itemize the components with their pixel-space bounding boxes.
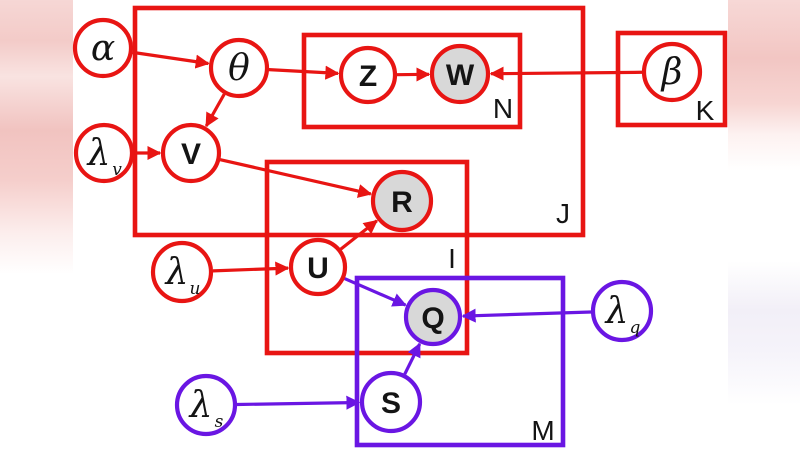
node-sublabel-lambda_u: u (190, 279, 201, 299)
node-label-V: V (181, 138, 201, 171)
node-circle-lambda_q (590, 279, 654, 343)
plate-labels-layer: J N K I M (448, 93, 715, 446)
node-theta: θ (208, 37, 270, 99)
node-label-lambda_q: λ (604, 291, 629, 332)
node-label-R: R (391, 186, 413, 219)
edge-S-to-Q (403, 342, 422, 375)
node-circle-U (288, 237, 348, 297)
plate-I (264, 159, 470, 356)
plate-K (615, 30, 728, 128)
plate-label-M: M (531, 415, 554, 446)
node-label-alpha: α (91, 28, 115, 69)
node-label-beta: β (660, 52, 683, 93)
node-label-Z: Z (359, 60, 377, 93)
edge-beta-to-W (489, 66, 643, 81)
edge-lambda_q-to-Q (461, 308, 592, 323)
plate-label-J: J (556, 198, 570, 229)
edge-lambda_u-to-U (212, 261, 290, 276)
edge-alpha-to-theta (132, 50, 210, 69)
edge-V-to-R (219, 158, 373, 198)
node-U: U (288, 237, 348, 297)
edge-theta-to-Z (268, 65, 340, 80)
node-label-W: W (446, 59, 475, 92)
node-R: R (370, 169, 434, 233)
node-alpha: α (72, 17, 134, 79)
node-label-lambda_u: λ (164, 252, 189, 293)
node-Q: Q (403, 287, 463, 347)
red-plates-layer (132, 5, 728, 356)
node-circle-alpha (72, 17, 134, 79)
node-circle-beta (641, 41, 703, 103)
node-circle-lambda_v (73, 122, 135, 184)
node-sublabel-lambda_v: v (112, 160, 122, 180)
purple-edges-layer (236, 277, 592, 410)
node-sublabel-lambda_q: q (630, 318, 641, 338)
node-beta: β (641, 41, 703, 103)
node-circle-W (429, 43, 491, 105)
node-circle-V (160, 122, 222, 184)
node-label-theta: θ (228, 48, 250, 89)
node-circle-Z (338, 45, 398, 105)
edge-theta-to-V (204, 93, 226, 128)
node-sublabel-lambda_s: s (215, 412, 224, 432)
node-S: S (359, 370, 423, 434)
plate-M (354, 275, 566, 448)
edge-U-to-Q (343, 277, 407, 307)
plate-N (301, 32, 523, 130)
plate-label-N: N (493, 93, 513, 124)
node-label-lambda_s: λ (188, 385, 213, 426)
plate-label-I: I (448, 243, 456, 274)
node-label-Q: Q (421, 302, 444, 335)
node-label-lambda_v: λ (86, 133, 111, 174)
red-edges-layer (132, 50, 643, 276)
node-circle-lambda_u (150, 240, 214, 304)
node-circle-R (370, 169, 434, 233)
node-V: V (160, 122, 222, 184)
node-label-U: U (307, 252, 329, 285)
node-circle-lambda_s (174, 373, 238, 437)
node-circle-theta (208, 37, 270, 99)
edge-lambda_s-to-S (236, 395, 361, 410)
node-label-S: S (381, 387, 401, 420)
node-Z: Z (338, 45, 398, 105)
node-circle-Q (403, 287, 463, 347)
edge-U-to-R (339, 219, 378, 251)
node-W: W (429, 43, 491, 105)
node-circle-S (359, 370, 423, 434)
plate-label-K: K (696, 95, 715, 126)
purple-plates-layer (354, 275, 566, 448)
plate-J (132, 5, 586, 238)
